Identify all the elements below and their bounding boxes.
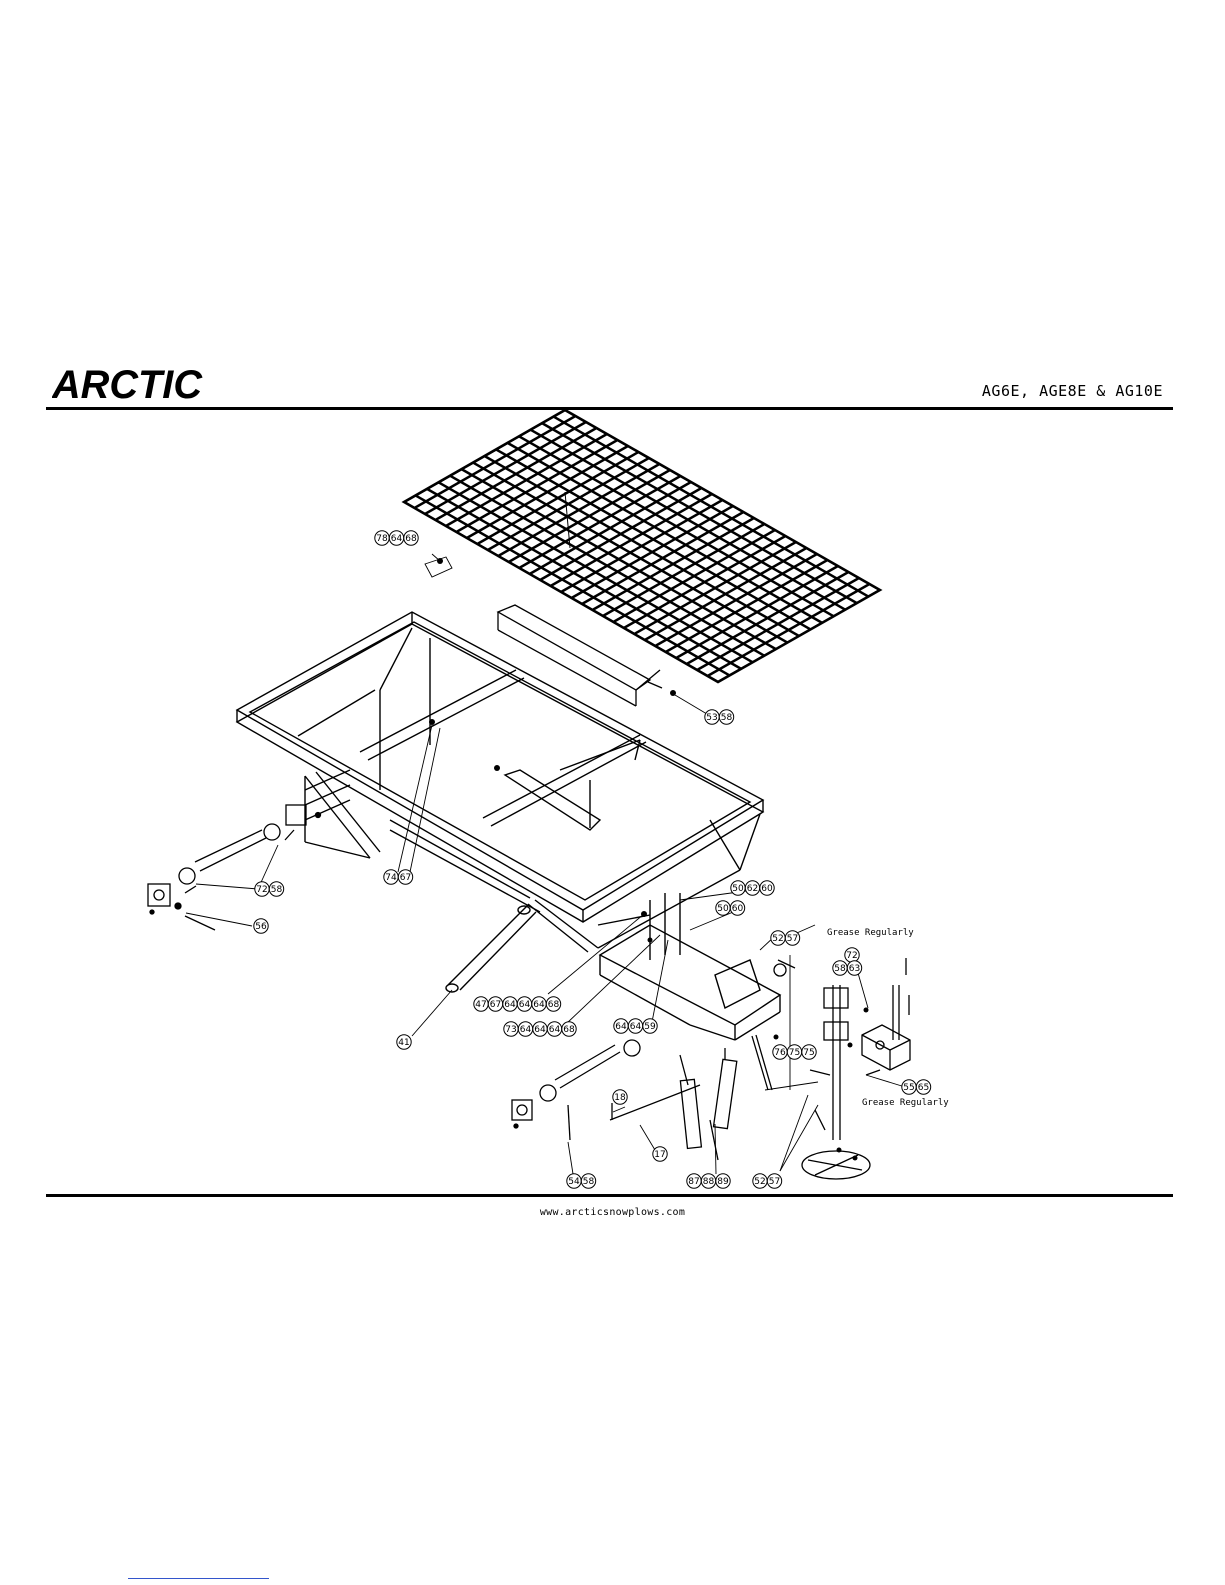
callout-label: 50 <box>717 904 729 914</box>
callout-label: 64 <box>391 534 403 544</box>
callout-label: 55 <box>903 1083 914 1093</box>
callout-label: 58 <box>583 1177 595 1187</box>
callout-label: 64 <box>534 1025 546 1035</box>
drive-chain-assembly <box>610 1035 772 1160</box>
callout-label: 17 <box>654 1150 665 1160</box>
callout-label: 52 <box>772 934 783 944</box>
callout-label: 65 <box>918 1083 929 1093</box>
callout-label: 67 <box>490 1000 501 1010</box>
callout-label: 62 <box>747 884 758 894</box>
callout-label: 72 <box>256 885 267 895</box>
callout-label: 64 <box>520 1025 532 1035</box>
callout-label: 73 <box>505 1025 516 1035</box>
callout-label: 64 <box>533 1000 545 1010</box>
callout-label: 68 <box>405 534 417 544</box>
callout-label: 64 <box>504 1000 516 1010</box>
callout-label: 68 <box>563 1025 575 1035</box>
callout-label: 76 <box>774 1048 786 1058</box>
grease-note-bottom: Grease Regularly <box>862 1098 949 1108</box>
callout-label: 72 <box>846 951 857 961</box>
callout-label: 18 <box>614 1093 626 1103</box>
callout-label: 57 <box>769 1177 780 1187</box>
callout-label: 64 <box>549 1025 561 1035</box>
callout-label: 64 <box>615 1022 627 1032</box>
callout-label: 60 <box>761 884 773 894</box>
callout-label: 59 <box>644 1022 656 1032</box>
callout-label: 47 <box>475 1000 486 1010</box>
leader-lines <box>186 554 905 1174</box>
callout-label: 56 <box>255 922 267 932</box>
chassis-frame <box>598 893 780 1040</box>
callout-label: 64 <box>519 1000 531 1010</box>
callout-label: 58 <box>721 713 733 723</box>
callout-label: 67 <box>400 873 411 883</box>
callout-label: 60 <box>732 904 744 914</box>
callout-label: 75 <box>803 1048 814 1058</box>
callout-label: 68 <box>548 1000 560 1010</box>
callout-label: 53 <box>706 713 717 723</box>
callout-label: 54 <box>568 1177 580 1187</box>
callout-label: 58 <box>834 964 846 974</box>
conveyor-link <box>446 905 536 992</box>
callout-label: 89 <box>717 1177 729 1187</box>
callout-label: 75 <box>789 1048 800 1058</box>
callout-label: 87 <box>688 1177 699 1187</box>
callout-label: 64 <box>630 1022 642 1032</box>
callout-label: 50 <box>732 884 744 894</box>
callout-label: 63 <box>849 964 860 974</box>
callout-label: 88 <box>703 1177 715 1187</box>
left-drive-shaft <box>148 805 321 930</box>
callout-label: 74 <box>385 873 397 883</box>
callout-label: 57 <box>787 934 798 944</box>
grease-note-top: Grease Regularly <box>827 928 914 938</box>
callout-label: 41 <box>398 1038 409 1048</box>
callout-label: 58 <box>271 885 283 895</box>
callout-label: 52 <box>754 1177 765 1187</box>
callout-label: 78 <box>376 534 388 544</box>
top-screen-grate <box>404 410 880 682</box>
